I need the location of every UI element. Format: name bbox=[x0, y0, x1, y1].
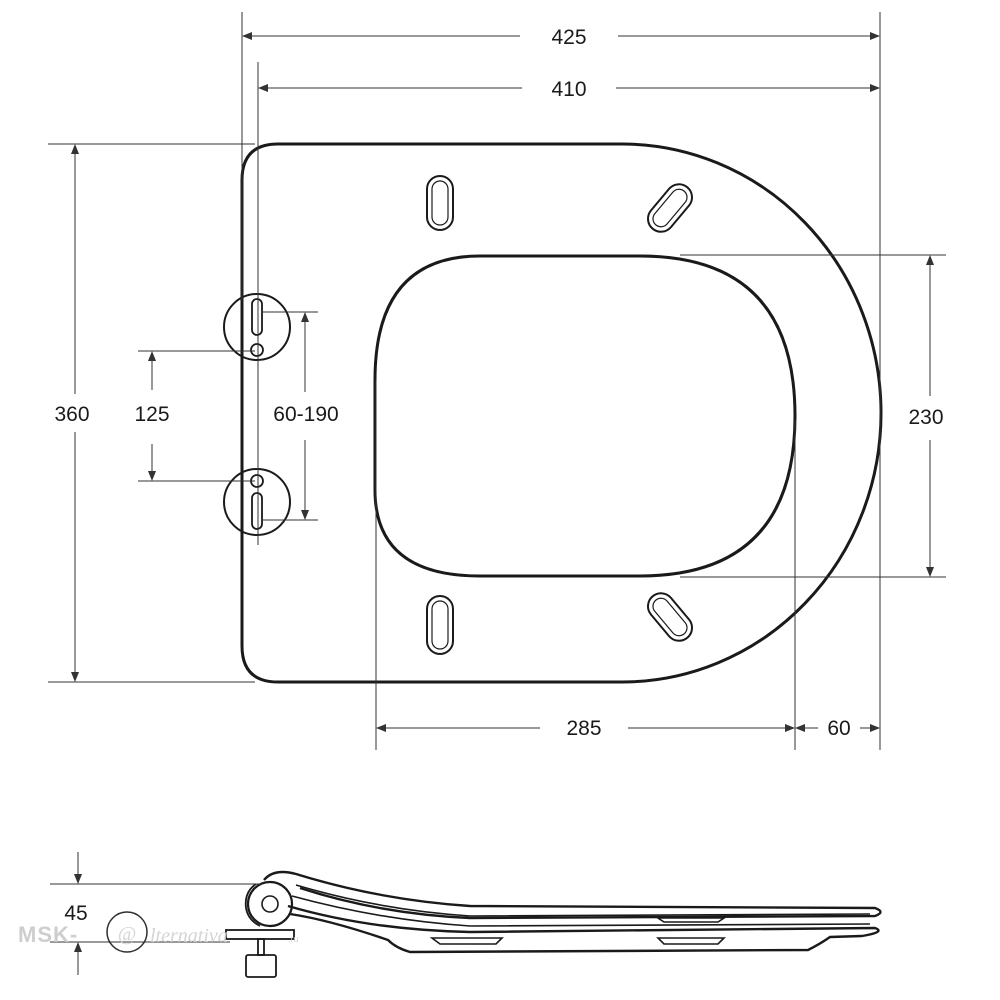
hinge-bottom bbox=[223, 468, 291, 536]
top-view: 425 410 360 125 bbox=[48, 12, 946, 750]
watermark: MSK- @ lternativa .ru bbox=[18, 911, 299, 953]
watermark-suffix: .ru bbox=[288, 934, 299, 944]
seat-lower-surface bbox=[287, 904, 880, 954]
dimension-60-190-label: 60-190 bbox=[273, 403, 338, 426]
dimension-360: 360 bbox=[54, 144, 90, 682]
dimension-125: 125 bbox=[134, 351, 170, 481]
dimension-60-190: 60-190 bbox=[273, 312, 339, 520]
bumper-slot-bottom-left bbox=[426, 595, 454, 655]
dimension-285-label: 285 bbox=[566, 717, 601, 740]
bumper-slot-top-left bbox=[426, 175, 454, 231]
watermark-name: lternativa bbox=[150, 925, 228, 947]
dimension-360-label: 360 bbox=[54, 403, 89, 426]
extension-lines bbox=[48, 12, 946, 750]
dimension-60: 60 bbox=[795, 717, 880, 740]
dimension-45: 45 bbox=[50, 852, 262, 975]
dimension-285: 285 bbox=[376, 717, 795, 740]
dimension-60-label: 60 bbox=[827, 717, 850, 740]
side-hinge bbox=[225, 880, 295, 978]
dimension-410-label: 410 bbox=[551, 78, 586, 101]
watermark-prefix: MSK- bbox=[18, 922, 78, 947]
watermark-at: @ bbox=[118, 923, 136, 945]
dimension-230: 230 bbox=[908, 255, 944, 577]
bumper-slot-top-right bbox=[647, 183, 693, 233]
dimension-230-label: 230 bbox=[908, 406, 943, 429]
dimension-125-label: 125 bbox=[134, 403, 169, 426]
dimension-45-label: 45 bbox=[64, 902, 87, 925]
seat-outline bbox=[240, 142, 883, 684]
dimension-410: 410 bbox=[258, 78, 880, 101]
seat-opening bbox=[373, 254, 797, 578]
hinge-top bbox=[223, 293, 291, 361]
lid-top-surface bbox=[263, 870, 882, 920]
dimension-425: 425 bbox=[242, 26, 880, 49]
bumper-slot-bottom-right bbox=[647, 592, 693, 642]
dimension-425-label: 425 bbox=[551, 26, 586, 49]
side-view: 45 bbox=[50, 852, 882, 978]
